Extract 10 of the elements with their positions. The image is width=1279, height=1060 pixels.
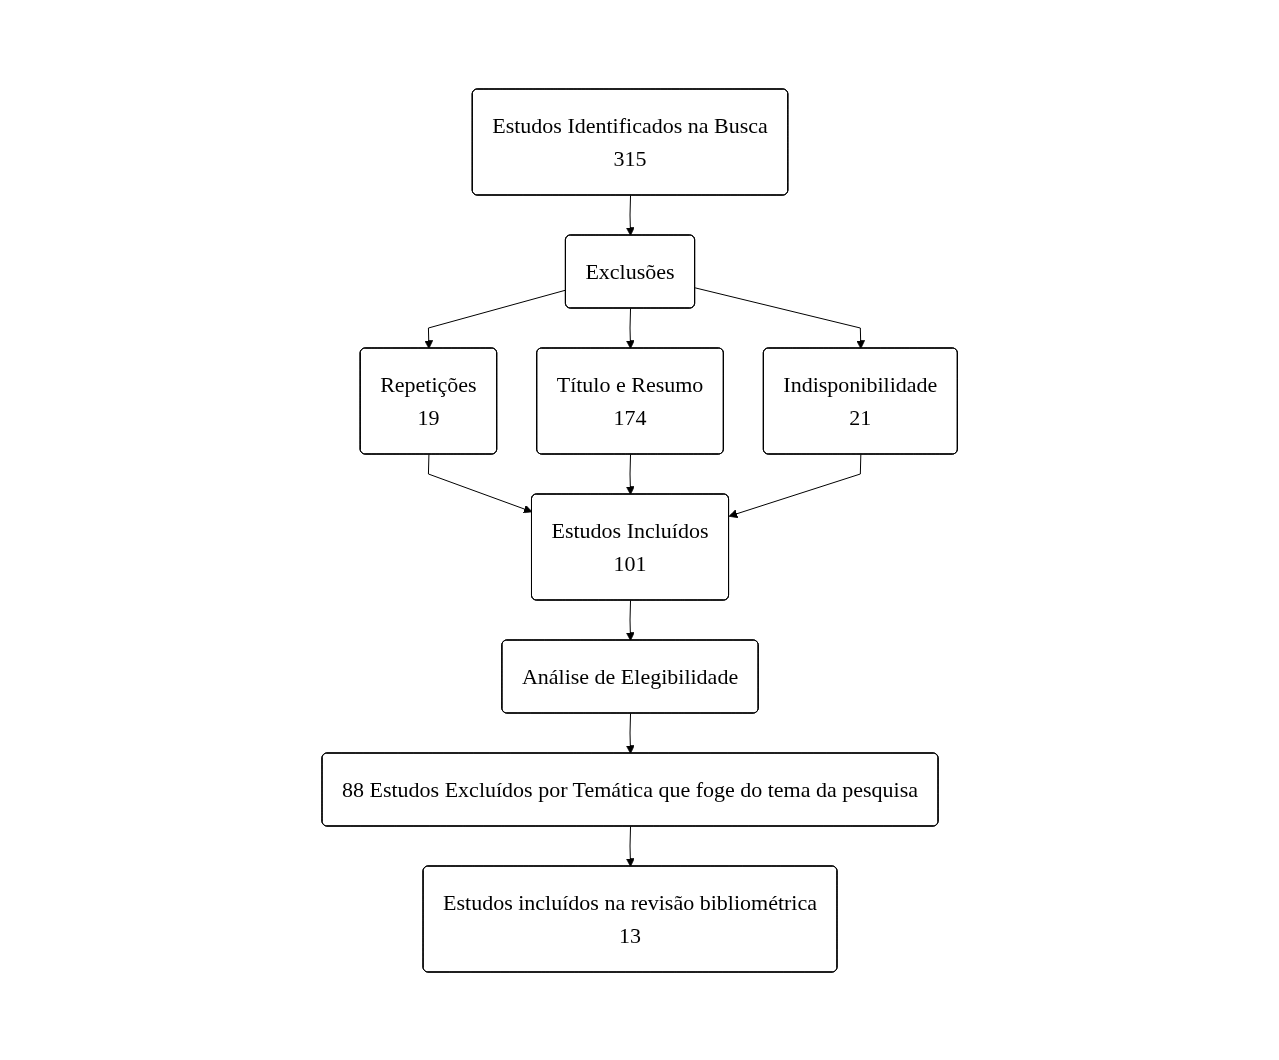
arrow — [424, 289, 567, 349]
arrow — [625, 453, 635, 495]
arrow — [728, 453, 862, 518]
arrow — [625, 712, 635, 754]
arrow — [625, 307, 635, 349]
arrow — [427, 453, 533, 513]
arrow — [625, 825, 635, 867]
arrow — [625, 599, 635, 641]
arrow — [694, 286, 865, 349]
arrow — [625, 194, 635, 236]
